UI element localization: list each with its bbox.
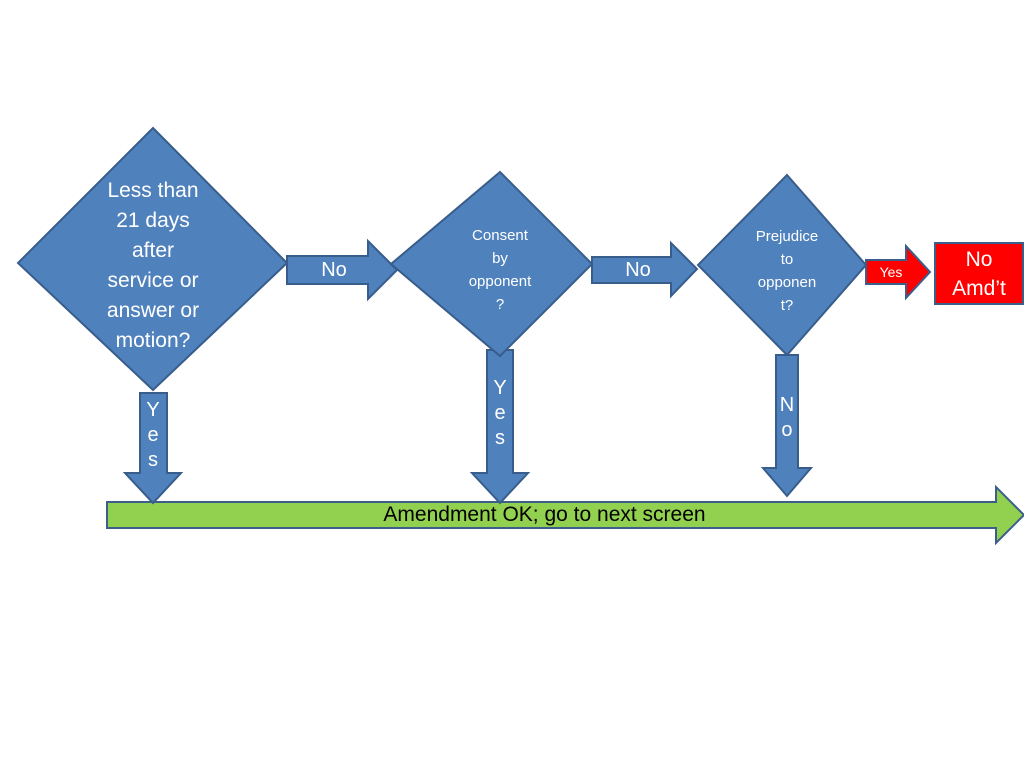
decision3-no-arrow (760, 354, 814, 498)
decision3-diamond (696, 173, 868, 357)
decision3-yes-arrow (865, 243, 932, 301)
decision1-no-label: No (321, 258, 347, 281)
decision2-no-label: No (625, 259, 651, 281)
no-amendment-text: No Amd’t (952, 248, 1006, 300)
decision3-no-label: N o (779, 394, 795, 441)
decision2-text: Consent by opponent ? (468, 227, 532, 313)
decision2-no-arrow (591, 240, 699, 299)
decision2-yes-label: Y e s (493, 377, 507, 449)
decision3-yes-label: Yes (879, 264, 903, 280)
amendment-ok-text: Amendment OK; go to next screen (383, 503, 706, 526)
decision1-text: Less than 21 days after service or answe… (106, 178, 200, 352)
decision2-yes-arrow (469, 349, 531, 505)
decision1-yes-label: Y e s (146, 399, 160, 471)
no-amendment-box (934, 242, 1024, 305)
decision3-text: Prejudice to opponen t? (755, 228, 819, 314)
decision1-diamond (16, 126, 289, 392)
decision2-diamond (389, 170, 594, 358)
amendment-ok-arrow (106, 484, 1024, 546)
decision1-yes-arrow (122, 392, 184, 505)
decision1-no-arrow (286, 238, 399, 302)
